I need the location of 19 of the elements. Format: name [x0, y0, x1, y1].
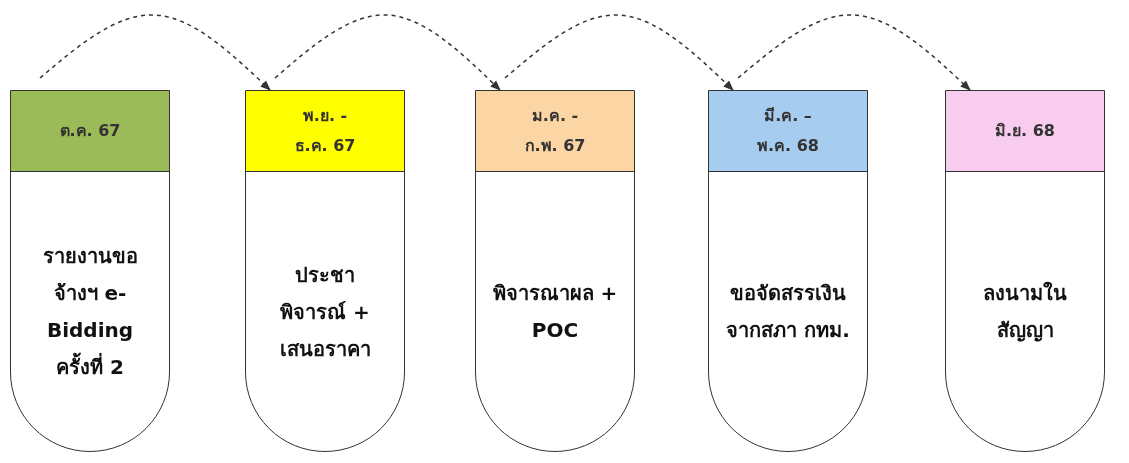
timeline-card [245, 90, 405, 452]
task-text: ลงนามในสัญญา [982, 280, 1068, 344]
task-text: พิจารณาผล + POC [491, 280, 619, 344]
date-header: มิ.ย. 68 [946, 91, 1104, 172]
timeline-card [708, 90, 868, 452]
task-text: ขอจัดสรรเงินจากสภา กทม. [725, 280, 851, 344]
date-header: พ.ย. - ธ.ค. 67 [246, 91, 404, 172]
date-header: ต.ค. 67 [11, 91, 169, 172]
task-text: รายงานขอจ้างฯ e-Bidding ครั้งที่ 2 [41, 243, 139, 381]
task-text: ประชาพิจารณ์ + เสนอราคา [278, 261, 372, 363]
date-header: มี.ค. – พ.ค. 68 [709, 91, 867, 172]
timeline-card [475, 90, 635, 452]
timeline-card [945, 90, 1105, 452]
dashed-arrow [737, 14, 971, 91]
dashed-arrow [274, 14, 501, 91]
timeline-card [10, 90, 170, 452]
dashed-arrow [39, 14, 271, 91]
date-header: ม.ค. - ก.พ. 67 [476, 91, 634, 172]
dashed-arrow [504, 14, 734, 91]
